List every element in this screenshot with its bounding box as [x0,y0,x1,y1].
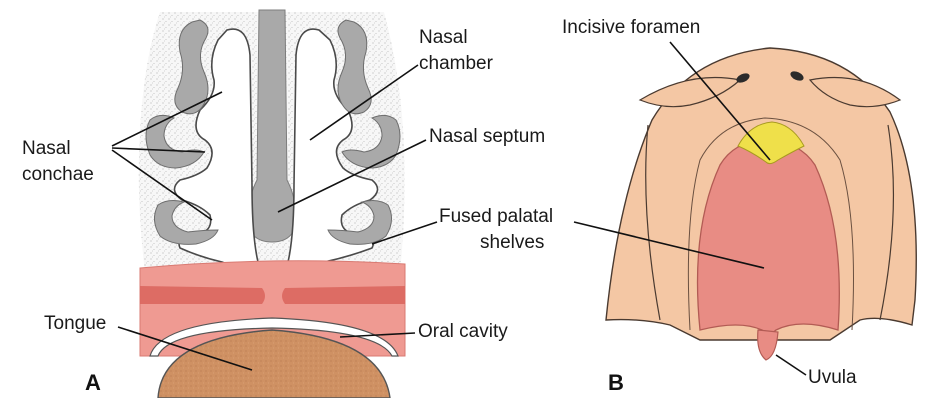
label-uvula: Uvula [808,367,857,388]
label-nasal-conchae-line1: Nasal [22,138,71,159]
panel-letter-b: B [608,370,624,395]
label-tongue: Tongue [44,313,106,334]
label-oral-cavity: Oral cavity [418,321,508,342]
label-nasal-chamber-line2: chamber [419,53,494,74]
label-nasal-chamber-line1: Nasal [419,27,468,48]
label-nasal-conchae-line2: conchae [22,164,94,185]
label-nasal-septum: Nasal septum [429,126,545,147]
label-fused-palatal-shelves-line1: Fused palatal [439,206,553,227]
panel-a: Nasal chamber Nasal septum Nasal conchae… [22,10,553,398]
palatal-band-right [282,286,405,304]
label-fused-palatal-shelves-line2: shelves [480,232,544,253]
panel-b: Incisive foramen Uvula B [562,17,916,395]
label-incisive-foramen: Incisive foramen [562,17,700,38]
panel-letter-a: A [85,370,101,395]
palatal-band-left [140,286,265,304]
uvula [758,330,778,360]
